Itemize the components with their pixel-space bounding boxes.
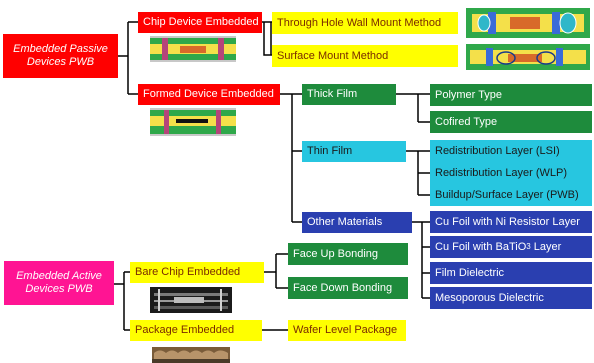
cu-foil-ni-resistor: Cu Foil with Ni Resistor Layer <box>430 211 592 233</box>
mesoporous-dielectric: Mesoporous Dielectric <box>430 287 592 309</box>
formed-device-embedded: Formed Device Embedded <box>138 84 280 105</box>
surface-mount-method: Surface Mount Method <box>272 45 458 67</box>
thin-film: Thin Film <box>302 141 406 162</box>
through-hole-wall-mount: Through Hole Wall Mount Method <box>272 12 458 34</box>
buildup-surface-layer: Buildup/Surface Layer (PWB) <box>430 184 592 206</box>
face-up-bonding: Face Up Bonding <box>288 243 408 265</box>
root-passive: Embedded Passive Devices PWB <box>3 34 118 78</box>
rdl-lsi: Redistribution Layer (LSI) <box>430 140 592 162</box>
cu-foil-batio3-prefix: Cu Foil with BaTiO <box>435 241 526 254</box>
bare-chip-photo-image <box>150 287 232 313</box>
wafer-level-package: Wafer Level Package <box>288 320 406 341</box>
surface-mount-cross-section-image <box>466 44 590 70</box>
polymer-type: Polymer Type <box>430 84 592 106</box>
package-embedded: Package Embedded <box>130 320 262 341</box>
chip-device-embedded: Chip Device Embedded <box>138 12 262 33</box>
root-active: Embedded Active Devices PWB <box>4 261 114 305</box>
face-down-bonding: Face Down Bonding <box>288 277 408 299</box>
package-embedded-photo-image <box>152 347 230 363</box>
formed-device-cross-section-image <box>150 108 236 136</box>
bare-chip-embedded: Bare Chip Embedded <box>130 262 264 283</box>
thick-film: Thick Film <box>302 84 396 105</box>
rdl-wlp: Redistribution Layer (WLP) <box>430 162 592 184</box>
chip-device-cross-section-image <box>150 36 236 62</box>
film-dielectric: Film Dielectric <box>430 262 592 284</box>
cu-foil-batio3-suffix: Layer <box>531 241 562 254</box>
other-materials: Other Materials <box>302 212 412 233</box>
cofired-type: Cofired Type <box>430 111 592 133</box>
through-hole-cross-section-image <box>466 8 590 38</box>
